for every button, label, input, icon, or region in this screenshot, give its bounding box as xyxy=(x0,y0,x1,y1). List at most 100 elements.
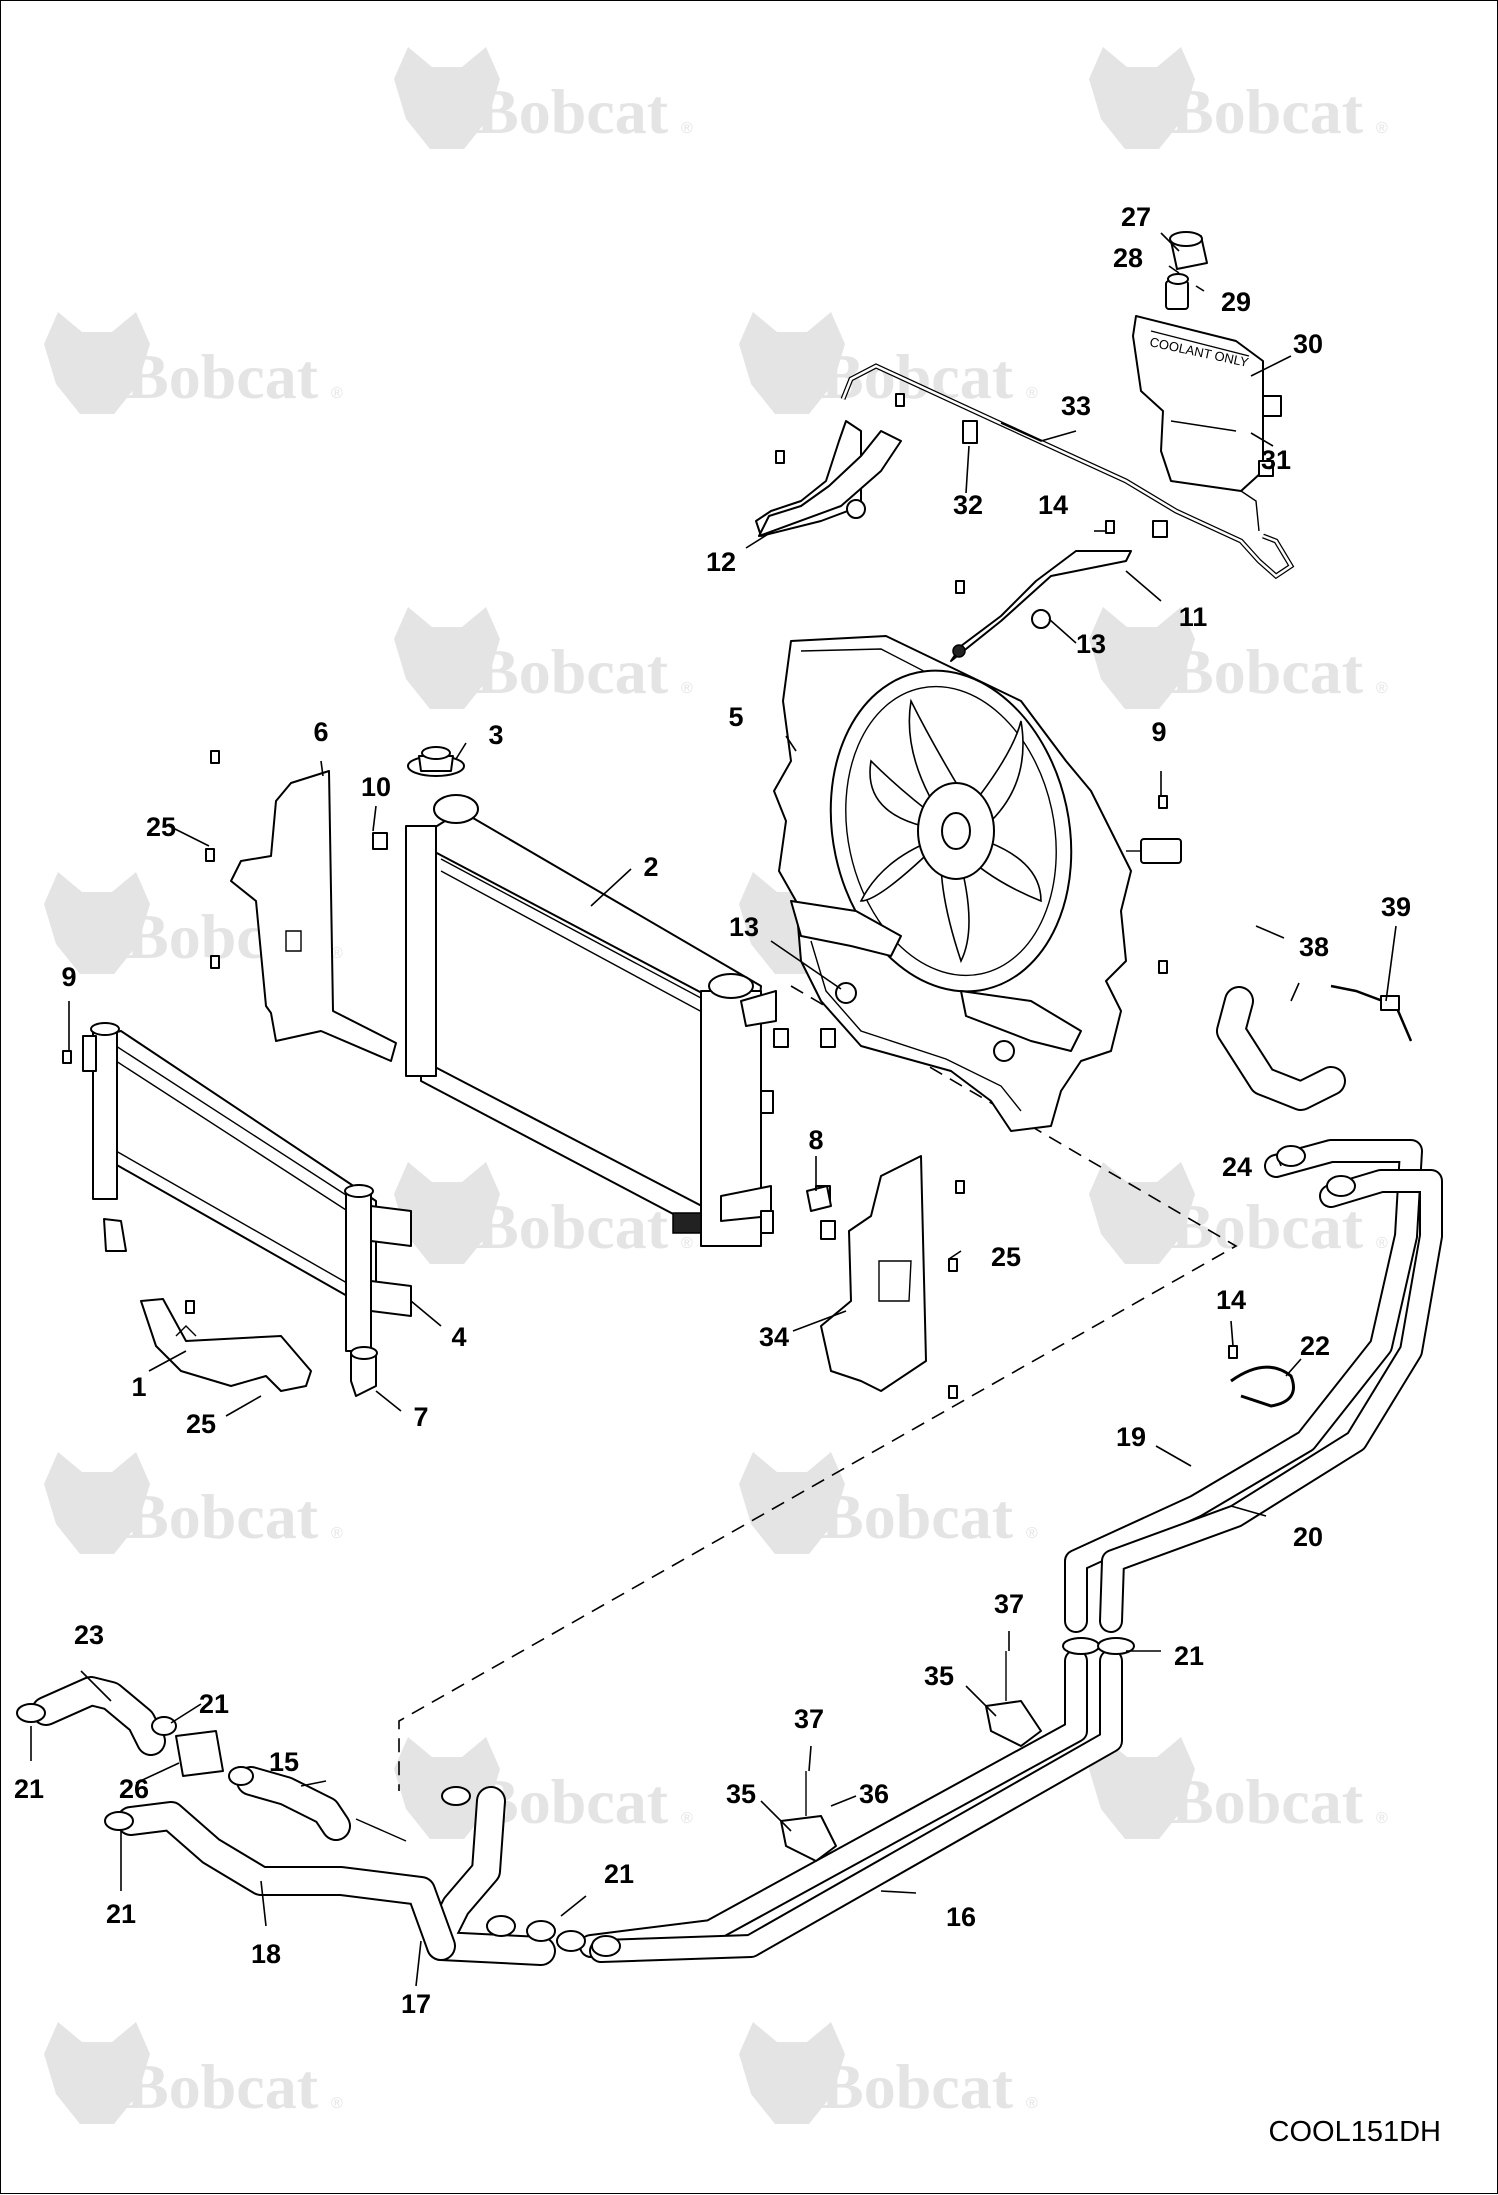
watermark-brand: Bobcat xyxy=(126,341,319,412)
bobcat-watermark: Bobcat ® xyxy=(1089,1737,1388,1839)
callout-11: 11 xyxy=(1179,602,1208,632)
bobcat-logo-icon xyxy=(1089,1162,1195,1264)
callout-27: 27 xyxy=(1121,202,1151,232)
elbow-fitting-7 xyxy=(350,1346,378,1397)
coolant-overflow-tank: COOLANT ONLY xyxy=(1132,280,1282,532)
bobcat-logo-icon xyxy=(44,872,150,974)
bolts xyxy=(62,393,1238,1399)
tank-cap-seal xyxy=(1167,273,1189,285)
bobcat-logo-icon xyxy=(1089,607,1195,709)
watermark-brand: Bobcat xyxy=(476,1766,669,1837)
callout-14: 14 xyxy=(1038,490,1068,520)
connector-tube-26 xyxy=(175,1730,224,1777)
bobcat-watermark: Bobcat® xyxy=(394,47,693,149)
watermark-registered-mark: ® xyxy=(1026,2095,1038,2112)
elbow-fitting-oil-cooler xyxy=(103,1218,127,1252)
watermark-brand: Bobcat xyxy=(126,1481,319,1552)
watermark-brand: Bobcat xyxy=(476,636,669,707)
watermark-brand: Bobcat xyxy=(1171,76,1364,147)
grommet-13-lower xyxy=(993,1040,1015,1062)
bobcat-watermark: Bobcat® xyxy=(739,2022,1038,2124)
callout-31: 31 xyxy=(1261,445,1291,475)
callout-33: 33 xyxy=(1061,391,1091,421)
callout-9: 9 xyxy=(61,962,76,992)
hose-17 xyxy=(426,1786,556,1966)
callout-6: 6 xyxy=(313,717,328,747)
bobcat-watermark: Bobcat ® xyxy=(394,1162,693,1264)
callout-28: 28 xyxy=(1113,243,1143,273)
bobcat-watermark: Bobcat ® xyxy=(394,607,693,709)
hose-clamps-21 xyxy=(16,1703,621,1957)
clip-10 xyxy=(372,832,388,850)
callout-20: 20 xyxy=(1293,1522,1323,1552)
clamp-21-tube19 xyxy=(1062,1637,1100,1655)
callout-32: 32 xyxy=(953,490,983,520)
bobcat-watermark: Bobcat ® xyxy=(44,2022,343,2124)
watermark-registered-mark: ® xyxy=(331,2095,343,2112)
grommet-13-mid xyxy=(835,982,857,1004)
callout-26: 26 xyxy=(119,1774,149,1804)
bobcat-watermark: Bobcat® xyxy=(1089,1162,1388,1264)
callout-10: 10 xyxy=(361,772,391,802)
grommet-13-bracket xyxy=(846,499,866,519)
bobcat-logo-icon xyxy=(44,312,150,414)
bobcat-watermark: Bobcat® xyxy=(394,1737,693,1839)
callout-38: 38 xyxy=(1299,932,1329,962)
callout-25: 25 xyxy=(186,1409,216,1439)
watermark-registered-mark: ® xyxy=(1026,385,1038,402)
callout-4: 4 xyxy=(451,1322,466,1352)
tank-cap xyxy=(1169,231,1208,270)
callout-24: 24 xyxy=(1222,1152,1252,1182)
callout-25: 25 xyxy=(991,1242,1021,1272)
hose-tubes-19-20 xyxy=(1064,1139,1443,1633)
callout-13: 13 xyxy=(1076,629,1106,659)
callout-21: 21 xyxy=(106,1899,136,1929)
figure-code: COOL151DH xyxy=(1269,2116,1441,2148)
radiator-side-baffle-left xyxy=(230,770,397,1062)
bobcat-watermark: Bobcat® xyxy=(739,312,1038,414)
watermark-registered-mark: ® xyxy=(681,680,693,697)
harness-39 xyxy=(1330,984,1413,1042)
callout-37: 37 xyxy=(994,1589,1024,1619)
callout-9: 9 xyxy=(1151,717,1166,747)
callout-8: 8 xyxy=(808,1125,823,1155)
callout-3: 3 xyxy=(488,720,503,750)
hose-17-cutline xyxy=(355,1818,407,1842)
watermark-registered-mark: ® xyxy=(1376,1810,1388,1827)
callout-35: 35 xyxy=(924,1661,954,1691)
callout-22: 22 xyxy=(1300,1331,1330,1361)
callout-5: 5 xyxy=(728,702,743,732)
callout-39: 39 xyxy=(1381,892,1411,922)
callout-19: 19 xyxy=(1116,1422,1146,1452)
clamp-21-tube20 xyxy=(1097,1637,1135,1655)
callout-18: 18 xyxy=(251,1939,281,1969)
oil-cooler xyxy=(82,1022,412,1352)
bobcat-watermark: Bobcat ® xyxy=(1089,47,1388,149)
clamp-24b xyxy=(1326,1175,1356,1197)
hose-tube-16 xyxy=(579,1649,1123,1963)
callout-21: 21 xyxy=(199,1689,229,1719)
callout-36: 36 xyxy=(859,1779,889,1809)
clamp-22 xyxy=(1230,1365,1295,1408)
watermark-registered-mark: ® xyxy=(1376,120,1388,137)
watermark-registered-mark: ® xyxy=(1376,680,1388,697)
watermark-registered-mark: ® xyxy=(681,120,693,137)
watermark-registered-mark: ® xyxy=(331,385,343,402)
watermark-brand: Bobcat xyxy=(476,1191,669,1262)
callout-37: 37 xyxy=(794,1704,824,1734)
watermark-brand: Bobcat xyxy=(1171,1766,1364,1837)
watermark-brand: Bobcat xyxy=(126,2051,319,2122)
hose-23 xyxy=(31,1676,166,1756)
grommet-13-upper xyxy=(1031,609,1051,629)
callout-15: 15 xyxy=(269,1747,299,1777)
bobcat-logo-icon xyxy=(1089,1737,1195,1839)
bobcat-logo-icon xyxy=(739,312,845,414)
callout-2: 2 xyxy=(643,852,658,882)
callout-leaders xyxy=(30,232,1397,1987)
watermark-registered-mark: ® xyxy=(681,1235,693,1252)
bobcat-watermark: Bobcat ® xyxy=(44,312,343,414)
callout-35: 35 xyxy=(726,1779,756,1809)
callout-17: 17 xyxy=(401,1989,431,2019)
